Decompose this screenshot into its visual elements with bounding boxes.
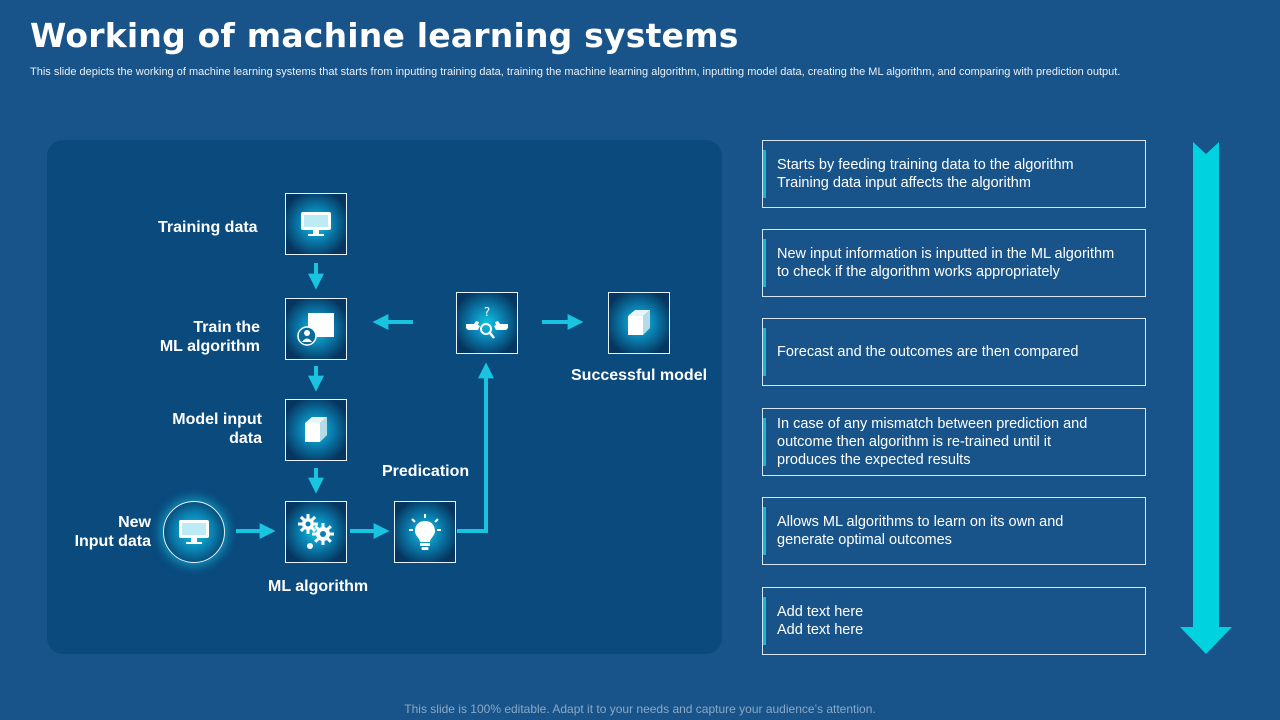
step-card: New input information is inputted in the… bbox=[762, 229, 1146, 297]
step-card: Starts by feeding training data to the a… bbox=[762, 140, 1146, 208]
cube-icon bbox=[628, 310, 650, 335]
compare-icon: ? bbox=[466, 305, 508, 339]
gears-icon bbox=[298, 514, 334, 549]
label-successful-model: Successful model bbox=[571, 367, 708, 384]
step-card: In case of any mismatch between predicti… bbox=[762, 408, 1146, 476]
progress-down-arrow bbox=[1180, 142, 1232, 654]
step-card-text: Starts by feeding training data to the a… bbox=[777, 157, 1074, 191]
label-new-input-line2: Input data bbox=[74, 533, 151, 550]
label-training-data: Training data bbox=[158, 219, 258, 236]
label-new-input-line1: New bbox=[118, 514, 151, 531]
label-ml-algorithm: ML algorithm bbox=[268, 578, 369, 595]
prediction-node bbox=[394, 501, 456, 563]
step-card-text: New input information is inputted in the… bbox=[777, 246, 1115, 280]
label-model-input-line1: Model input bbox=[172, 411, 262, 428]
monitor-icon bbox=[301, 212, 331, 236]
user-screen-icon bbox=[297, 313, 334, 346]
label-model-input-line2: data bbox=[229, 430, 262, 447]
label-train-ml-line1: Train the bbox=[193, 319, 260, 336]
step-card-text: Add text here Add text here bbox=[777, 604, 864, 638]
new-input-node bbox=[163, 501, 225, 563]
cube-icon bbox=[305, 417, 327, 442]
step-card: Allows ML algorithms to learn on its own… bbox=[762, 497, 1146, 565]
slide-title: Working of machine learning systems bbox=[30, 16, 739, 55]
diagram-panel bbox=[47, 140, 722, 654]
label-prediction: Predication bbox=[382, 463, 470, 480]
ml-algorithm-node bbox=[285, 501, 347, 563]
arrow-prediction-to-compare bbox=[457, 362, 494, 533]
step-card: Add text here Add text here bbox=[762, 587, 1146, 655]
monitor-icon bbox=[179, 520, 209, 544]
model-input-node bbox=[285, 399, 347, 461]
label-train-ml-line2: ML algorithm bbox=[159, 338, 260, 355]
step-card: Forecast and the outcomes are then compa… bbox=[762, 318, 1146, 386]
label-model-input: Model input data bbox=[140, 410, 262, 448]
compare-node: ? bbox=[456, 292, 518, 354]
slide-footer: This slide is 100% editable. Adapt it to… bbox=[404, 702, 876, 716]
slide-subtitle: This slide depicts the working of machin… bbox=[30, 66, 1121, 78]
compare-question-mark: ? bbox=[484, 305, 490, 319]
step-card-text: Allows ML algorithms to learn on its own… bbox=[777, 514, 1064, 548]
lightbulb-icon bbox=[409, 514, 441, 550]
step-card-text: In case of any mismatch between predicti… bbox=[777, 416, 1088, 468]
label-train-ml: Train the ML algorithm bbox=[140, 318, 260, 356]
successful-model-node bbox=[608, 292, 670, 354]
train-ml-node bbox=[285, 298, 347, 360]
label-new-input: New Input data bbox=[50, 513, 151, 551]
step-card-text: Forecast and the outcomes are then compa… bbox=[777, 344, 1079, 360]
training-data-node bbox=[285, 193, 347, 255]
